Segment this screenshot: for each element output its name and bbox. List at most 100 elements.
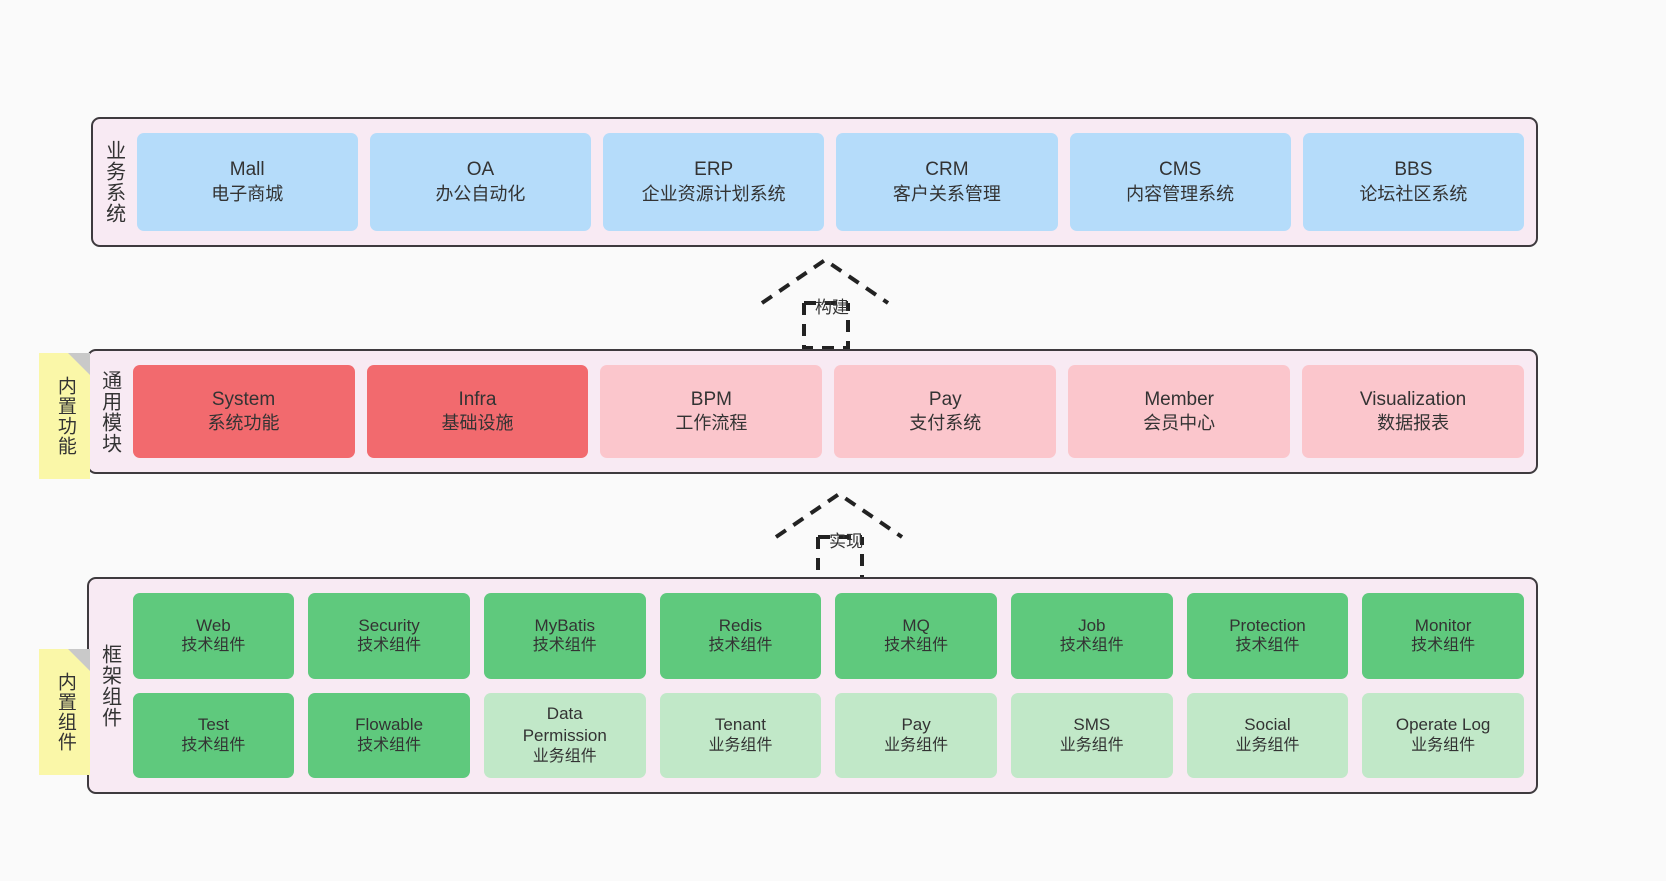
card-data-permission[interactable]: Data Permission 业务组件 bbox=[483, 692, 646, 778]
card-oa[interactable]: OA 办公自动化 bbox=[369, 133, 592, 231]
connector-build: 构建 bbox=[758, 255, 908, 350]
card-social[interactable]: Social 业务组件 bbox=[1186, 692, 1349, 778]
card-title-en: Job bbox=[1078, 615, 1106, 635]
sticky-note-builtin-features: 内置功能 bbox=[39, 353, 90, 479]
layer-framework-caption: 框架组件 bbox=[98, 643, 121, 728]
card-title-cn: 系统功能 bbox=[207, 413, 280, 434]
card-title-cn: 业务组件 bbox=[1059, 736, 1124, 754]
framework-card-group: Web 技术组件 Security 技术组件 MyBatis 技术组件 Redi… bbox=[131, 579, 1536, 792]
card-title-en: Flowable bbox=[355, 715, 424, 735]
card-title-cn: 技术组件 bbox=[708, 637, 773, 655]
folded-corner-icon bbox=[68, 649, 90, 671]
card-title-cn: 会员中心 bbox=[1143, 413, 1216, 434]
card-title-en: ERP bbox=[694, 159, 734, 181]
card-sms[interactable]: SMS 业务组件 bbox=[1010, 692, 1173, 778]
card-title-cn: 工作流程 bbox=[675, 413, 748, 434]
card-system[interactable]: System 系统功能 bbox=[132, 365, 355, 458]
card-flowable[interactable]: Flowable 技术组件 bbox=[308, 692, 470, 778]
card-title-cn: 技术组件 bbox=[181, 736, 246, 754]
card-title-en: Test bbox=[197, 715, 230, 735]
card-title-cn: 业务组件 bbox=[884, 736, 949, 754]
card-title-cn: 技术组件 bbox=[357, 736, 422, 754]
connector-implement-label: 实现 bbox=[829, 532, 863, 551]
card-title-cn: 业务组件 bbox=[532, 747, 597, 765]
sticky-note-label: 内置组件 bbox=[54, 672, 76, 752]
card-title-cn: 支付系统 bbox=[909, 413, 982, 434]
card-member[interactable]: Member 会员中心 bbox=[1068, 365, 1291, 458]
card-title-en: Security bbox=[358, 615, 420, 635]
card-title-cn: 内容管理系统 bbox=[1126, 183, 1235, 204]
layer-business-caption: 业务系统 bbox=[102, 140, 125, 224]
card-mall[interactable]: Mall 电子商城 bbox=[136, 133, 358, 231]
card-title-en: Pay bbox=[928, 388, 962, 410]
card-mq[interactable]: MQ 技术组件 bbox=[835, 593, 997, 679]
card-title-cn: 基础设施 bbox=[441, 413, 514, 434]
card-title-en: Data Permission bbox=[522, 704, 607, 746]
card-title-en: Operate Log bbox=[1395, 715, 1491, 735]
card-test[interactable]: Test 技术组件 bbox=[132, 692, 295, 778]
card-redis[interactable]: Redis 技术组件 bbox=[659, 593, 822, 679]
card-title-en: Protection bbox=[1229, 615, 1306, 635]
card-title-en: Member bbox=[1144, 388, 1215, 410]
card-title-en: CRM bbox=[925, 159, 969, 181]
card-operate-log[interactable]: Operate Log 业务组件 bbox=[1362, 692, 1524, 778]
connector-build-arrow bbox=[760, 257, 890, 350]
folded-corner-icon bbox=[68, 353, 90, 375]
card-pay-component[interactable]: Pay 业务组件 bbox=[835, 692, 997, 778]
card-title-en: CMS bbox=[1159, 159, 1202, 181]
card-crm[interactable]: CRM 客户关系管理 bbox=[836, 133, 1058, 231]
card-bpm[interactable]: BPM 工作流程 bbox=[600, 365, 823, 458]
card-title-cn: 技术组件 bbox=[532, 637, 597, 655]
card-title-cn: 论坛社区系统 bbox=[1359, 183, 1468, 204]
card-title-en: Tenant bbox=[714, 715, 766, 735]
card-title-en: SMS bbox=[1073, 715, 1111, 735]
card-title-en: BPM bbox=[690, 388, 732, 410]
card-title-cn: 技术组件 bbox=[1235, 637, 1300, 655]
layer-common-caption: 通用模块 bbox=[98, 369, 121, 454]
card-title-cn: 技术组件 bbox=[884, 637, 949, 655]
card-title-cn: 客户关系管理 bbox=[892, 183, 1001, 204]
framework-row-business: Test 技术组件 Flowable 技术组件 Data Permission … bbox=[132, 692, 1524, 778]
card-title-en: Redis bbox=[718, 615, 763, 635]
card-title-en: Social bbox=[1244, 715, 1291, 735]
card-title-cn: 技术组件 bbox=[357, 637, 422, 655]
card-title-cn: 办公自动化 bbox=[435, 183, 526, 204]
connector-implement: 实现 bbox=[772, 489, 922, 584]
card-title-en: MyBatis bbox=[534, 615, 595, 635]
layer-framework-components: 框架组件 Web 技术组件 Security 技术组件 MyBatis 技术组件… bbox=[87, 577, 1538, 794]
card-cms[interactable]: CMS 内容管理系统 bbox=[1069, 133, 1291, 231]
card-title-en: BBS bbox=[1394, 159, 1433, 181]
card-title-cn: 技术组件 bbox=[181, 637, 246, 655]
card-title-en: MQ bbox=[902, 615, 930, 635]
card-title-en: Infra bbox=[458, 388, 497, 410]
card-job[interactable]: Job 技术组件 bbox=[1010, 593, 1173, 679]
card-title-en: OA bbox=[466, 159, 495, 181]
card-visualization[interactable]: Visualization 数据报表 bbox=[1302, 365, 1525, 458]
card-mybatis[interactable]: MyBatis 技术组件 bbox=[483, 593, 646, 679]
layer-business-systems: 业务系统 Mall 电子商城 OA 办公自动化 ERP 企业资源计划系统 CRM… bbox=[91, 117, 1538, 247]
card-title-cn: 业务组件 bbox=[1411, 736, 1476, 754]
card-title-en: Visualization bbox=[1359, 388, 1467, 410]
card-pay[interactable]: Pay 支付系统 bbox=[834, 365, 1057, 458]
card-web[interactable]: Web 技术组件 bbox=[132, 593, 295, 679]
framework-row-tech: Web 技术组件 Security 技术组件 MyBatis 技术组件 Redi… bbox=[132, 593, 1524, 679]
card-protection[interactable]: Protection 技术组件 bbox=[1186, 593, 1349, 679]
connector-build-label: 构建 bbox=[815, 298, 849, 317]
card-title-cn: 业务组件 bbox=[708, 736, 773, 754]
card-security[interactable]: Security 技术组件 bbox=[308, 593, 470, 679]
sticky-note-builtin-components: 内置组件 bbox=[39, 649, 90, 775]
sticky-note-label: 内置功能 bbox=[54, 376, 76, 456]
card-title-cn: 技术组件 bbox=[1411, 637, 1476, 655]
card-title-cn: 技术组件 bbox=[1059, 637, 1124, 655]
layer-common-modules: 通用模块 System 系统功能 Infra 基础设施 BPM 工作流程 Pay… bbox=[87, 349, 1538, 474]
card-erp[interactable]: ERP 企业资源计划系统 bbox=[603, 133, 825, 231]
business-card-group: Mall 电子商城 OA 办公自动化 ERP 企业资源计划系统 CRM 客户关系… bbox=[135, 119, 1536, 245]
card-title-cn: 企业资源计划系统 bbox=[641, 183, 786, 204]
card-title-en: Monitor bbox=[1414, 615, 1472, 635]
card-infra[interactable]: Infra 基础设施 bbox=[366, 365, 589, 458]
card-title-en: Web bbox=[196, 615, 231, 635]
common-card-group: System 系统功能 Infra 基础设施 BPM 工作流程 Pay 支付系统… bbox=[131, 351, 1536, 472]
card-bbs[interactable]: BBS 论坛社区系统 bbox=[1302, 133, 1524, 231]
card-tenant[interactable]: Tenant 业务组件 bbox=[659, 692, 822, 778]
card-monitor[interactable]: Monitor 技术组件 bbox=[1362, 593, 1524, 679]
